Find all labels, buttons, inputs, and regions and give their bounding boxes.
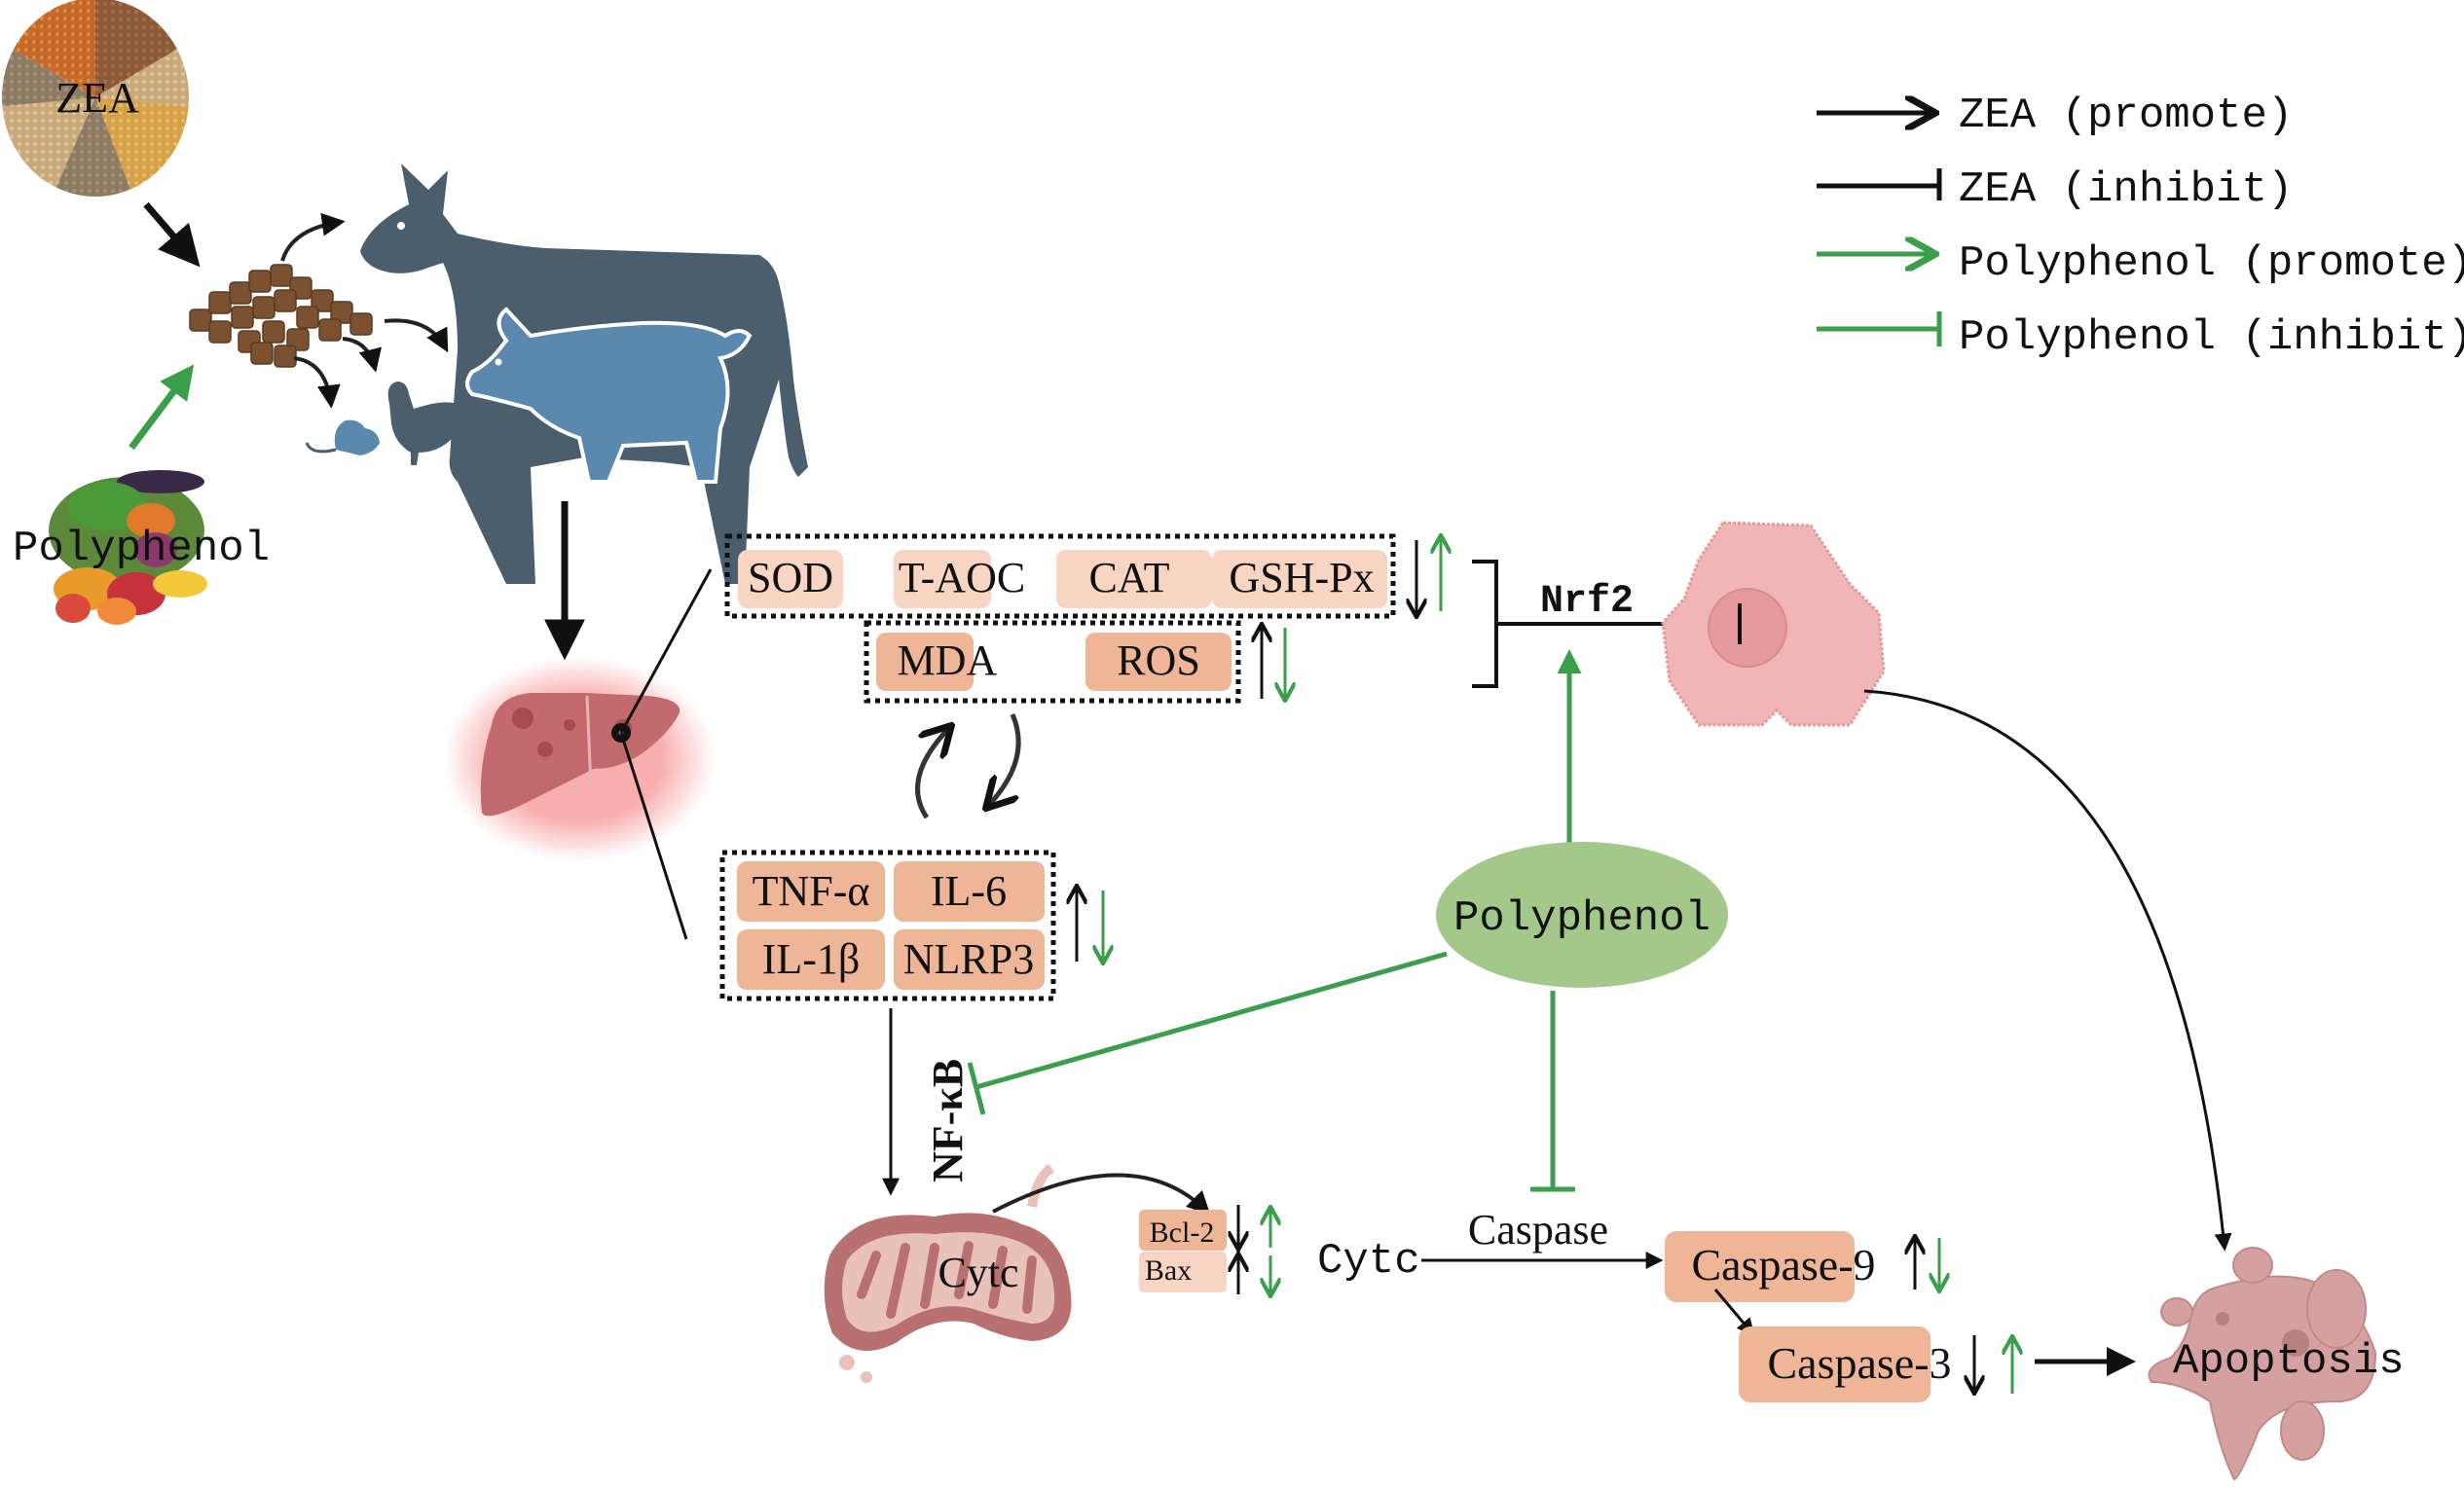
polyphenol-node: Polyphenol (1436, 842, 1728, 988)
polyphenol-to-feed-arrow (129, 364, 195, 451)
legend-item-polyphenol-inhibit: Polyphenol (inhibit) (1817, 311, 2464, 362)
caspase9-to-caspase3-arrow (1713, 1289, 1755, 1336)
polyphenol-inhibit-nfkb-bar (967, 1062, 986, 1115)
bcl2-bax-group: Bcl-2 Bax (1139, 1205, 1270, 1294)
fruits-vegetables-icon (49, 470, 207, 625)
svg-text:T-AOC: T-AOC (899, 554, 1025, 601)
svg-text:Bax: Bax (1145, 1254, 1192, 1287)
legend: ZEA (promote) ZEA (inhibit) Polyphenol (… (1817, 91, 2464, 362)
feed-to-chicken-arrow (342, 337, 382, 373)
svg-text:Caspase-3: Caspase-3 (1767, 1338, 1951, 1388)
mouse-icon (305, 419, 380, 455)
legend-label: ZEA (inhibit) (1959, 165, 2293, 214)
legend-item-zea-inhibit: ZEA (inhibit) (1817, 165, 2293, 214)
marker-box-t-aoc: T-AOC (894, 550, 1025, 608)
cytc-release-arrow (992, 1173, 1211, 1216)
polyphenol-source-label: Polyphenol (13, 525, 270, 573)
nrf2-pathway: Nrf2 (1472, 560, 1740, 688)
marker-box-il-6: IL-6 (894, 861, 1045, 922)
marker-box-cat: CAT (1056, 550, 1212, 608)
marker-box-sod: SOD (738, 550, 843, 608)
svg-text:CAT: CAT (1088, 554, 1169, 601)
feed-to-pig-arrow (384, 318, 449, 353)
feed-pellets-icon (189, 264, 373, 368)
caspase3-node: Caspase-3 (1739, 1326, 2012, 1402)
svg-text:SOD: SOD (748, 554, 833, 601)
legend-item-polyphenol-promote: Polyphenol (promote) (1817, 239, 2464, 288)
bracket (1472, 560, 1498, 688)
mitochondria-icon (824, 1163, 1072, 1383)
cell-to-apoptosis-arrow (1863, 689, 2232, 1252)
svg-text:MDA: MDA (898, 636, 998, 684)
oxidant-group: MDA ROS (864, 620, 1285, 704)
antioxidant-group: SOD T-AOC CAT GSH-Px (724, 533, 1441, 619)
marker-box-bcl2: Bcl-2 (1139, 1210, 1227, 1251)
dotted-box (719, 850, 1056, 1001)
marker-box-mda: MDA (876, 633, 998, 691)
legend-label: ZEA (promote) (1959, 91, 2293, 140)
dotted-box (724, 533, 1396, 619)
marker-box-ros: ROS (1085, 633, 1232, 691)
nrf2-label: Nrf2 (1540, 580, 1634, 624)
liver-icon (443, 657, 716, 861)
zea-grain-icon: ZEA (2, 0, 189, 197)
caspase-pathway-label: Caspase (1468, 1206, 1608, 1254)
svg-text:ROS: ROS (1117, 636, 1200, 684)
released-cytc-label: Cytc (1317, 1237, 1420, 1286)
mitochondria-cytc-label: Cytc (938, 1249, 1018, 1296)
zoom-line-top (619, 568, 713, 734)
svg-text:Caspase-9: Caspase-9 (1691, 1240, 1875, 1290)
caspase9-node: Caspase-9 (1665, 1231, 1939, 1302)
pig-icon (465, 307, 753, 484)
hepatocyte-cell-icon (1661, 521, 1886, 727)
dotted-box (864, 620, 1241, 704)
cycle-arrow-up-icon (915, 728, 949, 819)
marker-box-tnf-alpha: TNF-α (737, 861, 885, 922)
zea-label: ZEA (55, 74, 139, 122)
polyphenol-node-label: Polyphenol (1453, 894, 1710, 943)
svg-text:Bcl-2: Bcl-2 (1150, 1217, 1215, 1249)
marker-box-nlrp3: NLRP3 (894, 929, 1045, 990)
marker-box-gsh-px: GSH-Px (1212, 550, 1387, 608)
feed-to-mouse-arrow (293, 356, 341, 409)
marker-box-il-1beta: IL-1β (737, 929, 885, 990)
nfkb-label: NF-κB (924, 1059, 972, 1182)
feed-to-cow-arrow (280, 212, 346, 262)
legend-item-zea-promote: ZEA (promote) (1817, 91, 2293, 140)
zea-to-feed-arrow (143, 201, 201, 268)
svg-text:NLRP3: NLRP3 (903, 935, 1034, 983)
svg-text:GSH-Px: GSH-Px (1229, 554, 1374, 601)
inflammation-group: TNF-α IL-6 IL-1β NLRP3 (719, 850, 1103, 1001)
marker-box-bax: Bax (1139, 1252, 1227, 1292)
svg-text:IL-6: IL-6 (931, 867, 1007, 915)
cycle-arrow-down-icon (988, 713, 1021, 806)
apoptotic-cell-icon (2148, 1247, 2377, 1481)
polyphenol-inhibit-nfkb-line (975, 951, 1448, 1090)
legend-label: Polyphenol (inhibit) (1959, 313, 2464, 362)
chicken-icon (387, 382, 461, 465)
legend-label: Polyphenol (promote) (1959, 239, 2464, 288)
svg-text:TNF-α: TNF-α (753, 867, 870, 915)
apoptosis-label: Apoptosis (2173, 1337, 2405, 1386)
zoom-line-bottom (619, 732, 688, 940)
svg-text:IL-1β: IL-1β (762, 935, 861, 983)
